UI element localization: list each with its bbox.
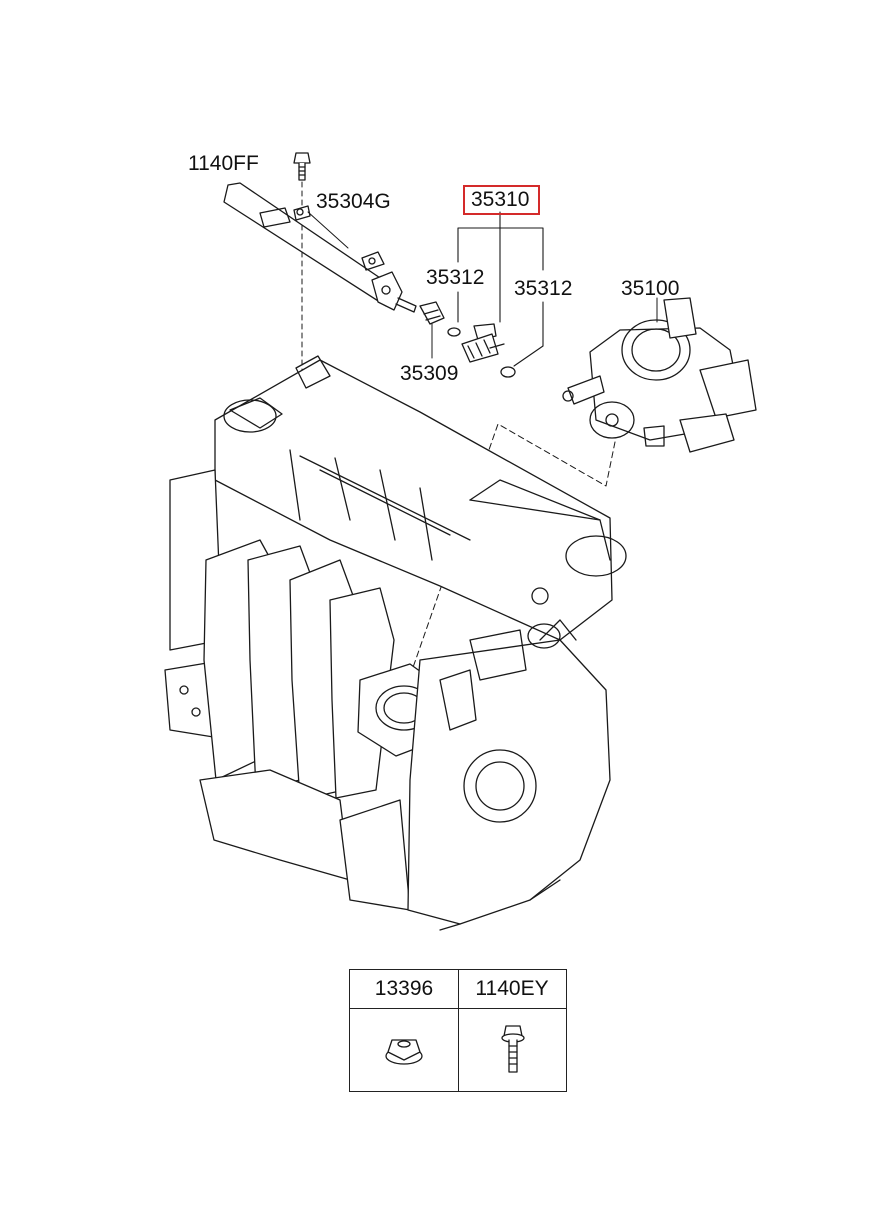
legend-divider-vertical <box>458 970 459 1091</box>
legend-header-1140ey[interactable]: 1140EY <box>475 977 549 1000</box>
label-35309[interactable]: 35309 <box>400 362 459 385</box>
label-35304g[interactable]: 35304G <box>316 190 391 213</box>
flange-bolt-icon <box>501 1025 525 1073</box>
highlight-box <box>463 185 540 215</box>
o-ring-upper-icon <box>447 327 461 337</box>
throttle-body-icon <box>562 297 757 453</box>
bolt-1140ff-icon <box>293 152 311 181</box>
label-35100[interactable]: 35100 <box>621 277 680 300</box>
fuel-injector-icon <box>461 323 505 363</box>
label-35310[interactable]: 35310 <box>471 188 530 211</box>
label-35312-right[interactable]: 35312 <box>514 277 573 300</box>
label-35312-left[interactable]: 35312 <box>426 266 485 289</box>
fastener-legend-table: 13396 1140EY <box>349 969 567 1092</box>
legend-header-13396[interactable]: 13396 <box>374 977 434 1000</box>
fuel-rail-icon <box>223 182 417 313</box>
flange-nut-icon <box>385 1039 423 1065</box>
label-1140ff[interactable]: 1140FF <box>188 152 259 175</box>
o-ring-lower-icon <box>500 366 516 378</box>
clip-35309-icon <box>419 301 445 325</box>
engine-block-icon <box>164 355 627 931</box>
